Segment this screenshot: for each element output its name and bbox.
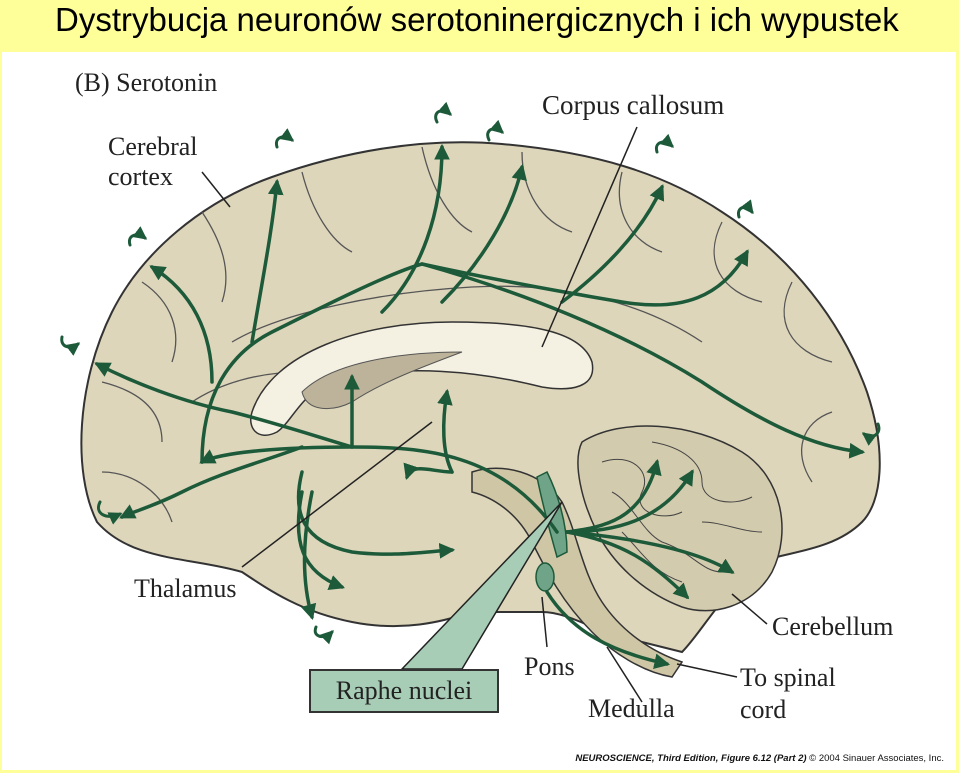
pathway-main-anterior	[199, 445, 559, 534]
pathway-to-cerebellum-3	[565, 530, 690, 600]
label-to-spinal-cord: To spinal cord	[740, 663, 836, 724]
credit-copyright: © 2004 Sinauer Associates, Inc.	[806, 753, 944, 764]
credit-book: NEUROSCIENCE, Third Edition	[575, 753, 716, 764]
pathway-up-1	[380, 143, 450, 314]
label-thalamus: Thalamus	[134, 574, 237, 603]
terminal-arrows	[60, 101, 881, 645]
label-cerebellum: Cerebellum	[772, 612, 894, 641]
pathway-to-frontal	[94, 362, 354, 449]
pathway-cingulum	[200, 262, 424, 464]
cerebellum-leader	[731, 593, 768, 625]
raphe-nuclei-lower	[535, 562, 555, 592]
lateral-ventricle	[301, 351, 463, 410]
medulla-leader	[606, 646, 643, 703]
cortex-leader	[201, 171, 231, 208]
pons-leader	[541, 596, 548, 648]
brain-diagram: (B) Serotonin Corpus callosum Cerebral c…	[2, 52, 956, 770]
pathway-to-hypothalamus	[403, 462, 454, 480]
pathway-to-temporal-3	[300, 490, 317, 621]
pathway-dorsal	[420, 249, 749, 307]
gyri-lines	[101, 146, 833, 523]
label-medulla: Medulla	[588, 694, 675, 723]
figure-credit: NEUROSCIENCE, Third Edition, Figure 6.12…	[575, 753, 944, 764]
pathway-up-2	[440, 163, 527, 304]
label-cerebral-cortex: Cerebral cortex	[108, 132, 198, 191]
pathway-up-3	[560, 184, 665, 304]
corpus-callosum-leader	[541, 126, 638, 348]
credit-figure-ref: , Figure 6.12 (Part 2)	[715, 753, 807, 764]
label-corpus-callosum: Corpus callosum	[542, 90, 725, 120]
serotonin-pathways	[94, 143, 866, 670]
corpus-callosum	[250, 321, 594, 436]
pathway-to-spinal-cord	[545, 590, 671, 670]
pathway-up-5	[149, 265, 214, 384]
pathway-to-parietal	[420, 262, 866, 459]
brain-illustration	[60, 101, 881, 703]
pathway-to-cerebellum-4	[565, 530, 735, 574]
pathway-up-4	[250, 178, 284, 344]
slide-title: Dystrybucja neuronów serotoninergicznych…	[55, 1, 899, 38]
panel-label: (B) Serotonin	[75, 68, 218, 97]
thalamus-leader	[241, 421, 433, 568]
pathway-to-cerebellum-2	[565, 469, 694, 534]
spinal-leader	[676, 663, 738, 678]
label-raphe-nuclei: Raphe nuclei	[309, 669, 499, 713]
leader-lines	[201, 126, 768, 703]
label-pons: Pons	[524, 652, 575, 681]
pathway-to-thalamus	[437, 388, 454, 474]
pathway-to-frontal-pole	[119, 445, 304, 519]
